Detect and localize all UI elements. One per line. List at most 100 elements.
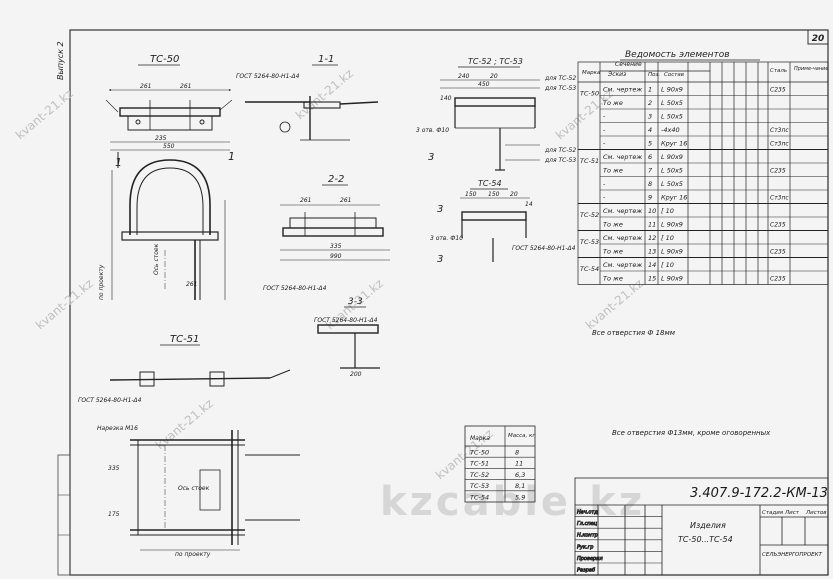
view-assembly: Нарезка М16 Ось стоек по проекту 335 175 <box>97 425 300 558</box>
tc54-dim-c3: 20 <box>510 191 518 198</box>
schedule-sostav: L 90х9 <box>661 248 683 256</box>
svg-text:3: 3 <box>437 204 443 215</box>
schedule-stal: Ст3пс <box>770 195 789 202</box>
mass-row-marka: ТС-52 <box>470 471 489 479</box>
schedule-sostav: Круг 16 <box>661 140 687 148</box>
tc54-gost: ГОСТ 5264-80-Н1-Δ4 <box>512 245 576 252</box>
title-stage: Стадия <box>762 510 784 516</box>
schedule-pos: 6 <box>648 153 652 161</box>
assembly-axis-note: Ось стоек <box>178 485 210 492</box>
watermark-layer: kvant-21.kz kvant-21.kz kvant-21.kz kvan… <box>13 66 646 525</box>
sec22-dim-a1: 261 <box>300 197 311 204</box>
title-role: Гл.спец <box>577 521 598 527</box>
schedule-col-eskiz: Эскиз <box>607 71 626 78</box>
schedule-pos: 4 <box>648 126 652 134</box>
mass-row-marka: ТС-50 <box>470 449 489 457</box>
sec22-dim-d2: 990 <box>330 253 342 260</box>
schedule-eskiz: - <box>603 113 606 121</box>
schedule-eskiz: То же <box>603 248 623 256</box>
schedule-eskiz: - <box>603 180 606 188</box>
watermark-3: kvant-21.kz <box>293 66 356 122</box>
tc52-dim-b3: 450 <box>478 81 490 88</box>
mass-col-massa: Масса, кг <box>508 433 535 439</box>
schedule-marka: ТС-54 <box>580 265 599 273</box>
schedule-table: Ведомость элементов Марка Сечение Эскиз … <box>577 50 828 285</box>
mass-row-marka: ТС-53 <box>470 482 489 490</box>
title-role: Рук.гр <box>577 544 593 550</box>
sheet-frame <box>69 29 829 576</box>
title-role: Проверил <box>577 556 603 562</box>
sec22-gost: ГОСТ 5264-80-Н1-Δ4 <box>263 285 327 292</box>
tc51-title: ТС-51 <box>170 334 199 345</box>
tc52-dim-b2: 20 <box>490 73 498 80</box>
tc53-note-1: для ТС-52 <box>544 147 576 154</box>
tc52-note-2: для ТС-53 <box>544 85 576 92</box>
assembly-arm-note: Нарезка М16 <box>97 425 138 432</box>
arch-axis-note: Ось стоек <box>153 243 160 275</box>
schedule-marka: ТС-52 <box>580 211 599 219</box>
schedule-marka: ТС-50 <box>580 90 599 98</box>
mass-col-marka: Марка <box>470 435 490 442</box>
tc52-hole-note: 3 отв. Ф10 <box>416 127 449 134</box>
tc52-dim-b4: 140 <box>440 95 452 102</box>
schedule-title: Ведомость элементов <box>625 50 730 60</box>
sec33-title: 3-3 <box>348 297 363 307</box>
title-code: 3.407.9-172.2-КМ-13 <box>690 486 828 501</box>
view-tc50: ТС-50 261 261 235 550 <box>105 54 233 151</box>
sec11-gost: ГОСТ 5264-80-Н1-Δ4 <box>236 73 300 80</box>
schedule-col-pos: Поз. <box>648 72 660 78</box>
schedule-sostav: Круг 16 <box>661 194 687 202</box>
sec11-title: 1-1 <box>318 54 334 65</box>
tc53-note-2: для ТС-53 <box>544 157 576 164</box>
title-org: СЕЛЬЭНЕРГОПРОЕКТ <box>762 552 823 558</box>
schedule-eskiz: То же <box>603 99 623 107</box>
sec22-dim-d1: 335 <box>330 243 342 250</box>
schedule-pos: 13 <box>648 248 656 256</box>
tc51-gost: ГОСТ 5264-80-Н1-Δ4 <box>78 397 142 404</box>
schedule-marka: ТС-51 <box>580 157 599 165</box>
tc54-title: ТС-54 <box>478 179 502 188</box>
schedule-pos: 3 <box>648 113 652 121</box>
schedule-eskiz: См. чертеж <box>603 207 642 215</box>
view-section-1-1: 1-1 ГОСТ 5264-80-Н1-Δ4 <box>236 54 379 141</box>
view-arch: по проекту Ось стоек 261 1 1 <box>98 150 235 300</box>
schedule-stal: С235 <box>770 249 786 256</box>
schedule-stal: С235 <box>770 168 786 175</box>
schedule-pos: 1 <box>648 86 652 94</box>
schedule-col-note: Приме-чание <box>794 66 828 72</box>
schedule-eskiz: - <box>603 140 606 148</box>
tc54-dim-c1: 150 <box>465 191 477 198</box>
watermark-1: kvant-21.kz <box>13 86 76 142</box>
tc54-hole-note: 3 отв. Ф10 <box>430 235 463 242</box>
schedule-sostav: L 50х5 <box>661 180 683 188</box>
schedule-stal: Ст3пс <box>770 127 789 134</box>
view-section-3-3: 3-3 ГОСТ 5264-80-Н1-Δ4 200 <box>314 297 380 378</box>
mass-row-marka: ТС-51 <box>470 460 489 468</box>
arch-dim-261: 261 <box>186 281 197 288</box>
schedule-sostav: [ 10 <box>661 234 674 242</box>
assembly-to-project: по проекту <box>175 551 211 558</box>
schedule-sostav: L 50х5 <box>661 113 683 121</box>
schedule-col-marka: Марка <box>582 70 601 76</box>
assembly-dim-175: 175 <box>108 511 120 518</box>
schedule-eskiz: То же <box>603 221 623 229</box>
title-sheets: Листов <box>805 510 827 516</box>
schedule-pos: 14 <box>648 261 656 269</box>
schedule-pos: 8 <box>648 180 652 188</box>
mass-row-massa: 8,1 <box>515 482 525 490</box>
watermark-7: kvant-21.kz <box>153 396 216 452</box>
schedule-pos: 15 <box>648 275 656 283</box>
schedule-sostav: L 90х9 <box>661 221 683 229</box>
schedule-eskiz: См. чертеж <box>603 153 642 161</box>
svg-text:3: 3 <box>437 254 443 265</box>
schedule-sostav: L 50х5 <box>661 99 683 107</box>
tc50-title: ТС-50 <box>150 54 179 65</box>
tc52-dim-b1: 240 <box>458 73 470 80</box>
schedule-col-sechenie: Сечение <box>615 61 642 68</box>
schedule-col-stal: Сталь <box>770 68 787 74</box>
schedule-stal: С235 <box>770 222 786 229</box>
side-label: Выпуск 2 <box>56 41 65 80</box>
